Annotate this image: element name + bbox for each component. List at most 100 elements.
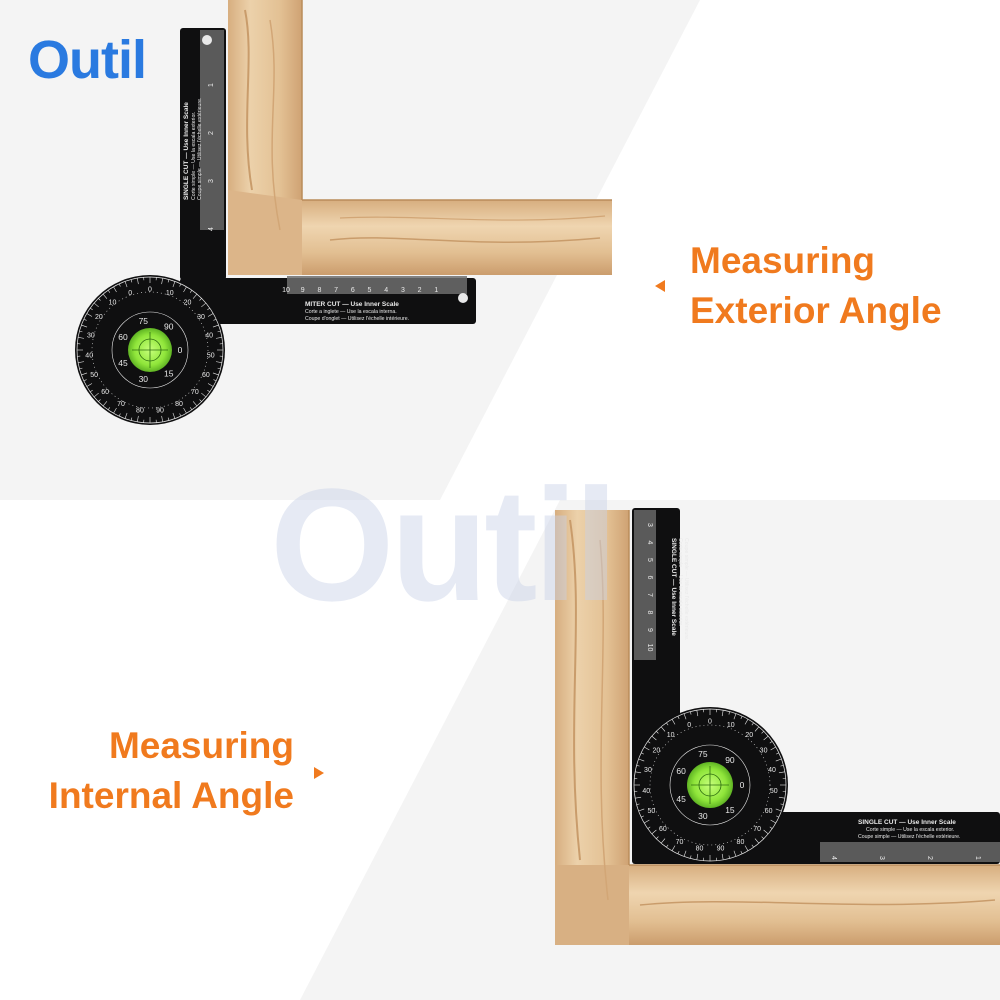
bottom-dial-outer-label: 30: [644, 767, 652, 774]
bottom-horizontal-ruler-label: 4: [830, 856, 837, 860]
top-dial-outer-label: 60: [202, 372, 210, 379]
top-dial-outer-label: 80: [175, 401, 183, 408]
bottom-dial-outer-label: 60: [765, 808, 773, 815]
bottom-dial-outer-label: 70: [753, 826, 761, 833]
top-dial-outer-label: 10: [166, 290, 174, 297]
top-dial-outer-label: 50: [207, 353, 215, 360]
top-dial-inner-label: 60: [118, 332, 128, 342]
top-horizontal-ruler-label: 8: [317, 287, 321, 294]
bottom-vertical-ruler-label: 10: [646, 644, 653, 652]
top-vertical-label-1: SINGLE CUT — Use Inner Scale: [183, 102, 190, 200]
top-vertical-label-3: Coupe simple — Utilisez l'échelle extéri…: [197, 98, 203, 200]
bottom-vertical-ruler-label: 8: [646, 611, 653, 615]
top-dial-outer-label: 20: [95, 314, 103, 321]
bottom-dial-outer-label: 70: [676, 839, 684, 846]
top-dial-outer-label: 30: [87, 333, 95, 340]
top-horizontal-ruler-label: 10: [282, 287, 290, 294]
bottom-dial-inner-label: 15: [725, 805, 735, 815]
top-dial-outer-label: 0: [128, 290, 132, 297]
bottom-dial-outer-label: 50: [770, 788, 778, 795]
bottom-dial-outer-label: 90: [717, 846, 725, 853]
top-horizontal-ruler-label: 1: [434, 287, 438, 294]
bottom-horizontal-label-1: SINGLE CUT — Use Inner Scale: [858, 819, 956, 826]
bottom-dial-outer-label: 10: [667, 732, 675, 739]
top-dial-outer-label: 10: [109, 299, 117, 306]
caption-exterior-angle: Measuring Exterior Angle: [690, 236, 942, 336]
top-horizontal-ruler-label: 2: [418, 287, 422, 294]
brand-logo-text: Outil: [28, 30, 147, 90]
top-horizontal-ruler-label: 5: [368, 287, 372, 294]
bottom-vertical-ruler-label: 9: [646, 628, 653, 632]
top-dial-outer-label: 30: [197, 314, 205, 321]
top-horizontal-label-2: Corte a inglete — Use la escala interna.: [305, 309, 397, 315]
top-dial-outer-label: 80: [136, 408, 144, 415]
bottom-dial-outer-label: 0: [708, 719, 712, 726]
bottom-dial-inner-label: 45: [676, 794, 686, 804]
top-vertical-ruler-label: 2: [208, 131, 215, 135]
top-dial-outer-label: 70: [117, 401, 125, 408]
bottom-vertical-ruler-label: 3: [646, 523, 653, 527]
bottom-dial-outer-label: 50: [647, 808, 655, 815]
top-horizontal-ruler-label: 7: [334, 287, 338, 294]
top-horizontal-label-1: MITER CUT — Use Inner Scale: [305, 301, 399, 308]
top-dial-outer-label: 60: [101, 389, 109, 396]
bottom-dial-outer-label: 40: [768, 767, 776, 774]
caption-internal-line-1: Measuring: [108, 725, 294, 766]
top-dial-outer-label: 40: [85, 353, 93, 360]
wood-frame-top: [228, 0, 612, 275]
brand-watermark: Outil: [270, 455, 618, 634]
top-dial-inner-label: 15: [164, 368, 174, 378]
top-horizontal-ruler-label: 3: [401, 287, 405, 294]
bottom-dial-outer-label: 0: [687, 722, 691, 729]
triangle-right-icon: [314, 767, 324, 779]
caption-internal-angle: Measuring Internal Angle: [49, 721, 294, 821]
top-dial-outer-label: 90: [156, 408, 164, 415]
top-dial-inner-label: 30: [139, 374, 149, 384]
bottom-vertical-ruler-label: 4: [646, 541, 653, 545]
top-vertical-ruler-label: 4: [208, 227, 215, 231]
bottom-dial-outer-label: 20: [745, 732, 753, 739]
top-horizontal-ruler-label: 4: [384, 287, 388, 294]
top-horizontal-label-3: Coupe d'onglet — Utilisez l'échelle inté…: [305, 316, 409, 322]
top-vertical-label-2: Corte simple — Use la escala exterior.: [191, 112, 197, 200]
bottom-vertical-label-1: SINGLE CUT — Use Inner Scale: [670, 538, 677, 636]
caption-exterior-line-2: Exterior Angle: [690, 290, 942, 331]
bottom-dial-outer-label: 80: [737, 839, 745, 846]
caption-internal-line-2: Internal Angle: [48, 775, 294, 816]
bottom-horizontal-label-2: Corte simple — Use la escala exterior.: [866, 827, 954, 833]
top-dial-inner-label: 75: [139, 316, 149, 326]
bottom-dial-inner-label: 30: [698, 811, 708, 821]
bottom-horizontal-ruler-label: 2: [926, 856, 933, 860]
brand-logo: Outil: [28, 28, 147, 92]
triangle-left-icon: [655, 280, 665, 292]
bottom-vertical-ruler-label: 6: [646, 576, 653, 580]
bottom-dial-outer-label: 30: [760, 747, 768, 754]
bottom-vertical-label-3: Coupe simple — Utilisez l'échelle extéri…: [683, 538, 689, 640]
top-dial-outer-label: 0: [148, 287, 152, 294]
bottom-dial-inner-label: 0: [740, 780, 745, 790]
top-horizontal-ruler-label: 9: [301, 287, 305, 294]
bottom-vertical-ruler-label: 7: [646, 593, 653, 597]
bottom-vertical-label-2: Corte simple — Use la escala exterior.: [677, 538, 683, 626]
bottom-horizontal-ruler-label: 1: [974, 856, 981, 860]
top-dial-outer-label: 40: [205, 333, 213, 340]
bottom-vertical-ruler-label: 5: [646, 558, 653, 562]
bottom-horizontal-ruler-label: 3: [878, 856, 885, 860]
bottom-dial-outer-label: 80: [696, 846, 704, 853]
bottom-dial-inner-label: 60: [676, 766, 686, 776]
bottom-horizontal-label-3: Coupe simple — Utilisez l'échelle extéri…: [858, 834, 960, 840]
top-vertical-ruler-label: 1: [208, 83, 215, 87]
bottom-dial-inner-label: 90: [725, 755, 735, 765]
top-dial-inner-label: 90: [164, 322, 174, 332]
top-dial-inner-label: 45: [118, 358, 128, 368]
caption-exterior-line-1: Measuring: [690, 240, 876, 281]
top-horizontal-ruler-label: 6: [351, 287, 355, 294]
bottom-dial-outer-label: 60: [659, 826, 667, 833]
wood-frame-bottom: [555, 510, 1000, 945]
top-dial-inner-label: 0: [178, 345, 183, 355]
bottom-dial-outer-label: 40: [642, 788, 650, 795]
bottom-dial-inner-label: 75: [698, 749, 708, 759]
